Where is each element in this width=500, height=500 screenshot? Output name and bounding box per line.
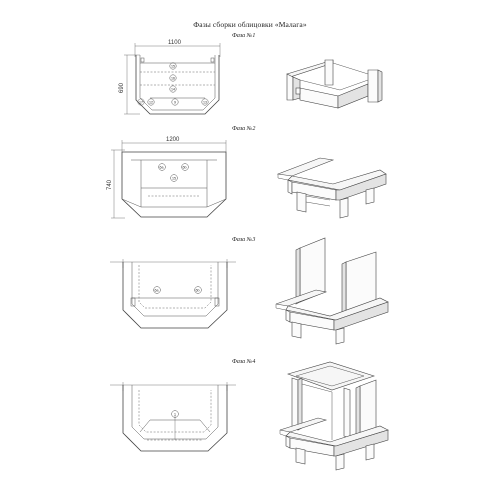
part-marker: 1: [174, 412, 176, 416]
phase-1-label: Фаза №1: [232, 33, 256, 39]
phase-2-label: Фаза №2: [232, 126, 256, 132]
phase-3-label: Фаза №3: [232, 237, 256, 243]
part-marker: 6b: [196, 288, 200, 292]
phase-1-height-dim: 690: [119, 82, 125, 93]
part-marker: 6a: [155, 288, 159, 292]
page-title: Фазы сборки облицовки «Малага»: [193, 20, 307, 29]
part-marker: 12: [149, 100, 153, 104]
phase-3-plan: 6a 6b: [110, 259, 236, 329]
phase-2-width-dim: 1200: [166, 137, 180, 143]
part-marker: 16: [171, 76, 175, 80]
phase-1-plan: 1100 690 15 16 14 17 12 13 9: [119, 40, 221, 115]
phase-4-label: Фаза №4: [232, 359, 256, 365]
phase-1-width-dim: 1100: [168, 40, 182, 46]
phase-1-3d-view: [286, 59, 383, 109]
part-marker: 15: [172, 176, 176, 180]
phase-2-plan: 1200 740 6a 6b 15: [107, 137, 227, 219]
part-marker: 17: [139, 100, 143, 104]
part-marker: 15: [171, 64, 175, 68]
part-marker: 6a: [160, 165, 164, 169]
phase-4-3d-view: [279, 361, 389, 471]
phase-3-3d-view: [275, 237, 389, 345]
part-marker: 9: [174, 100, 176, 104]
phase-2-3d-view: [276, 157, 387, 219]
part-marker: 14: [171, 87, 175, 91]
part-marker: 6b: [183, 165, 187, 169]
part-marker: 13: [203, 100, 207, 104]
phase-4-plan: 1: [110, 382, 236, 452]
phase-2-height-dim: 740: [107, 179, 113, 190]
